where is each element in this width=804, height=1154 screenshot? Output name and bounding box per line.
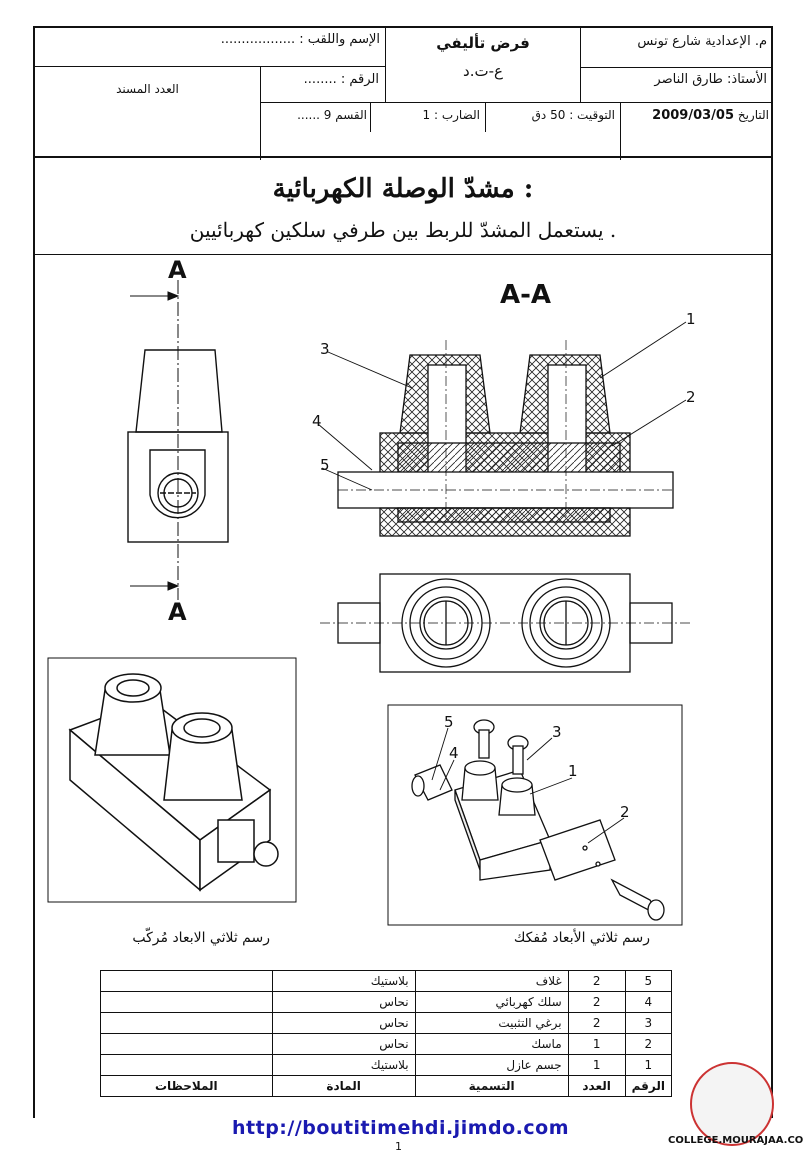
cell-material: بلاستيك: [271, 1054, 416, 1076]
cell-qty: 1: [567, 1054, 626, 1076]
header-notes: الملاحظات: [100, 1075, 273, 1097]
cell-material: بلاستيك: [271, 970, 416, 992]
table-header: الرقم العدد التسمية المادة الملاحظات: [100, 1075, 673, 1097]
table-row: 3 2 برغي التثبيت نحاس: [100, 1012, 673, 1034]
callout: 2: [686, 388, 696, 406]
cell-notes: [100, 1033, 273, 1055]
caption-assembled: رسم ثلاثي الابعاد مُركّب: [132, 930, 270, 946]
cell-material: نحاس: [271, 1012, 416, 1034]
divider: [260, 66, 261, 160]
section-view-label: A-A: [500, 280, 552, 310]
school-name: م. الإعدادية شارع تونس: [637, 34, 767, 49]
callout: 5: [320, 456, 330, 474]
callout: 2: [620, 803, 630, 821]
doc-title: مشدّ الوصلة الكهربائية :: [272, 174, 534, 204]
header-material: المادة: [271, 1075, 416, 1097]
teacher-name: الأستاذ: طارق الناصر: [654, 72, 767, 87]
divider: [35, 254, 771, 255]
cell-material: نحاس: [271, 991, 416, 1013]
table-row: 4 2 سلك كهربائي نحاس: [100, 991, 673, 1013]
cell-ref: 3: [624, 1012, 673, 1034]
cell-qty: 1: [567, 1033, 626, 1055]
date-label: التاريخ: [737, 108, 769, 122]
header-qty: العدد: [567, 1075, 626, 1097]
page-number: 1: [395, 1140, 402, 1153]
callout: 4: [312, 412, 322, 430]
section-label-bottom: A: [168, 598, 187, 626]
assembled-isometric: [47, 657, 297, 903]
footer-url[interactable]: http://boutitimehdi.jimdo.com: [232, 1117, 569, 1139]
doc-subtitle: يستعمل المشدّ للربط بين طرفي سلكين كهربا…: [189, 218, 617, 242]
subject: ع-ت.د: [463, 62, 503, 80]
school-cell: م. الإعدادية شارع تونس: [580, 28, 773, 68]
divider: [485, 102, 486, 132]
table-row: 1 1 جسم عازل بلاستيك: [100, 1054, 673, 1076]
cell-name: جسم عازل: [414, 1054, 569, 1076]
cell-ref: 1: [624, 1054, 673, 1076]
callout: 1: [568, 762, 578, 780]
cell-notes: [100, 970, 273, 992]
cell-ref: 2: [624, 1033, 673, 1055]
divider: [260, 102, 773, 103]
number-field: الرقم : ........: [303, 72, 379, 87]
coefficient: الضارب : 1: [422, 108, 480, 122]
exploded-leaders: [431, 727, 625, 844]
nomenclature-table: 5 2 غلاف بلاستيك 4 2 سلك كهربائي نحاس 3 …: [100, 970, 673, 1097]
section-label-top: A: [168, 256, 187, 284]
divider: [370, 102, 371, 132]
cell-name: ماسك: [414, 1033, 569, 1055]
cell-notes: [100, 991, 273, 1013]
college-logo: [690, 1062, 774, 1146]
cell-name: برغي التثبيت: [414, 1012, 569, 1034]
class-field: القسم 9 ......: [297, 108, 367, 122]
cell-qty: 2: [567, 970, 626, 992]
callout: 1: [686, 310, 696, 328]
callout: 4: [449, 744, 459, 762]
top-view: [320, 573, 690, 673]
table-row: 5 2 غلاف بلاستيك: [100, 970, 673, 992]
section-view: [337, 340, 674, 537]
cell-notes: [100, 1054, 273, 1076]
caption-exploded: رسم ثلاثي الأبعاد مُفكك: [513, 930, 650, 946]
callout: 3: [552, 723, 562, 741]
grade-cell: العدد المسند: [35, 66, 260, 160]
exam-cell: فرض تأليفي ع-ت.د: [385, 28, 580, 102]
worksheet: مشدّ الوصلة الكهربائية : يستعمل المشدّ ل…: [33, 158, 773, 1118]
cell-name: غلاف: [414, 970, 569, 992]
cell-material: نحاس: [271, 1033, 416, 1055]
exam-title: فرض تأليفي: [436, 34, 530, 52]
callout: 5: [444, 713, 454, 731]
cell-ref: 4: [624, 991, 673, 1013]
date-cell: التاريخ 2009/03/05: [620, 102, 773, 160]
divider: [35, 66, 385, 67]
cell-name: سلك كهربائي: [414, 991, 569, 1013]
logo-text: COLLEGE.MOURAJAA.COM: [668, 1135, 804, 1146]
cell-notes: [100, 1012, 273, 1034]
timing: التوقيت : 50 دق: [531, 108, 615, 122]
section-arrows: [130, 280, 180, 600]
grade-label: العدد المسند: [116, 82, 179, 96]
divider: [620, 102, 621, 160]
side-view: [127, 349, 229, 543]
header-name: التسمية: [414, 1075, 569, 1097]
header-box: م. الإعدادية شارع تونس الأستاذ: طارق الن…: [33, 26, 773, 160]
table-row: 2 1 ماسك نحاس: [100, 1033, 673, 1055]
callout: 3: [320, 340, 330, 358]
header-ref: الرقم: [624, 1075, 673, 1097]
cell-qty: 2: [567, 1012, 626, 1034]
date-value: 2009/03/05: [652, 108, 735, 123]
teacher-cell: الأستاذ: طارق الناصر: [580, 68, 773, 102]
cell-ref: 5: [624, 970, 673, 992]
cell-qty: 2: [567, 991, 626, 1013]
name-field: الإسم واللقب : ..................: [220, 32, 380, 47]
leader-lines: [317, 321, 687, 491]
exploded-isometric: [387, 704, 683, 926]
